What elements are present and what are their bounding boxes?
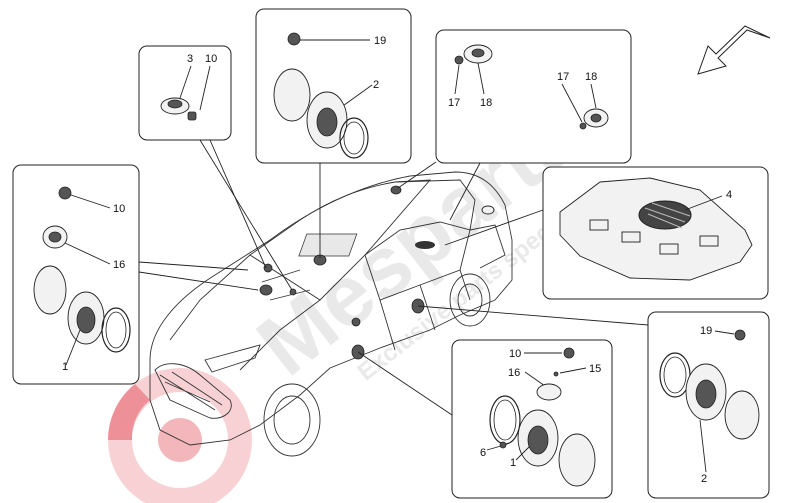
label-16: 16	[508, 367, 520, 379]
box-tweeter-front: 3 10	[138, 45, 293, 291]
label-2: 2	[701, 473, 707, 485]
watermark-logo	[108, 368, 252, 503]
label-16: 16	[113, 259, 125, 271]
box-subwoofer: 4	[444, 166, 769, 300]
label-2: 2	[373, 79, 379, 91]
label-3: 3	[187, 53, 193, 65]
label-18a: 18	[480, 97, 492, 109]
label-15: 15	[589, 363, 601, 375]
label-1: 1	[62, 361, 68, 373]
label-10: 10	[205, 53, 217, 65]
label-10: 10	[113, 203, 125, 215]
label-17b: 17	[557, 71, 569, 83]
label-17a: 17	[448, 97, 460, 109]
label-19: 19	[700, 325, 712, 337]
box-door-rear: 19 2	[417, 305, 770, 499]
label-4: 4	[726, 189, 732, 201]
box-door-center: 10 16 15 6 1	[357, 339, 613, 499]
label-1: 1	[510, 457, 516, 469]
label-6: 6	[480, 447, 486, 459]
box-dash-left: 10 16 1	[12, 164, 259, 385]
arrow-down-left-icon	[697, 25, 771, 75]
label-18b: 18	[585, 71, 597, 83]
box-door-front: 19 2	[255, 8, 412, 258]
box-roof: 17 18 17 18	[397, 29, 632, 221]
label-10: 10	[509, 348, 521, 360]
label-19: 19	[374, 35, 386, 47]
car-outline	[149, 171, 513, 457]
